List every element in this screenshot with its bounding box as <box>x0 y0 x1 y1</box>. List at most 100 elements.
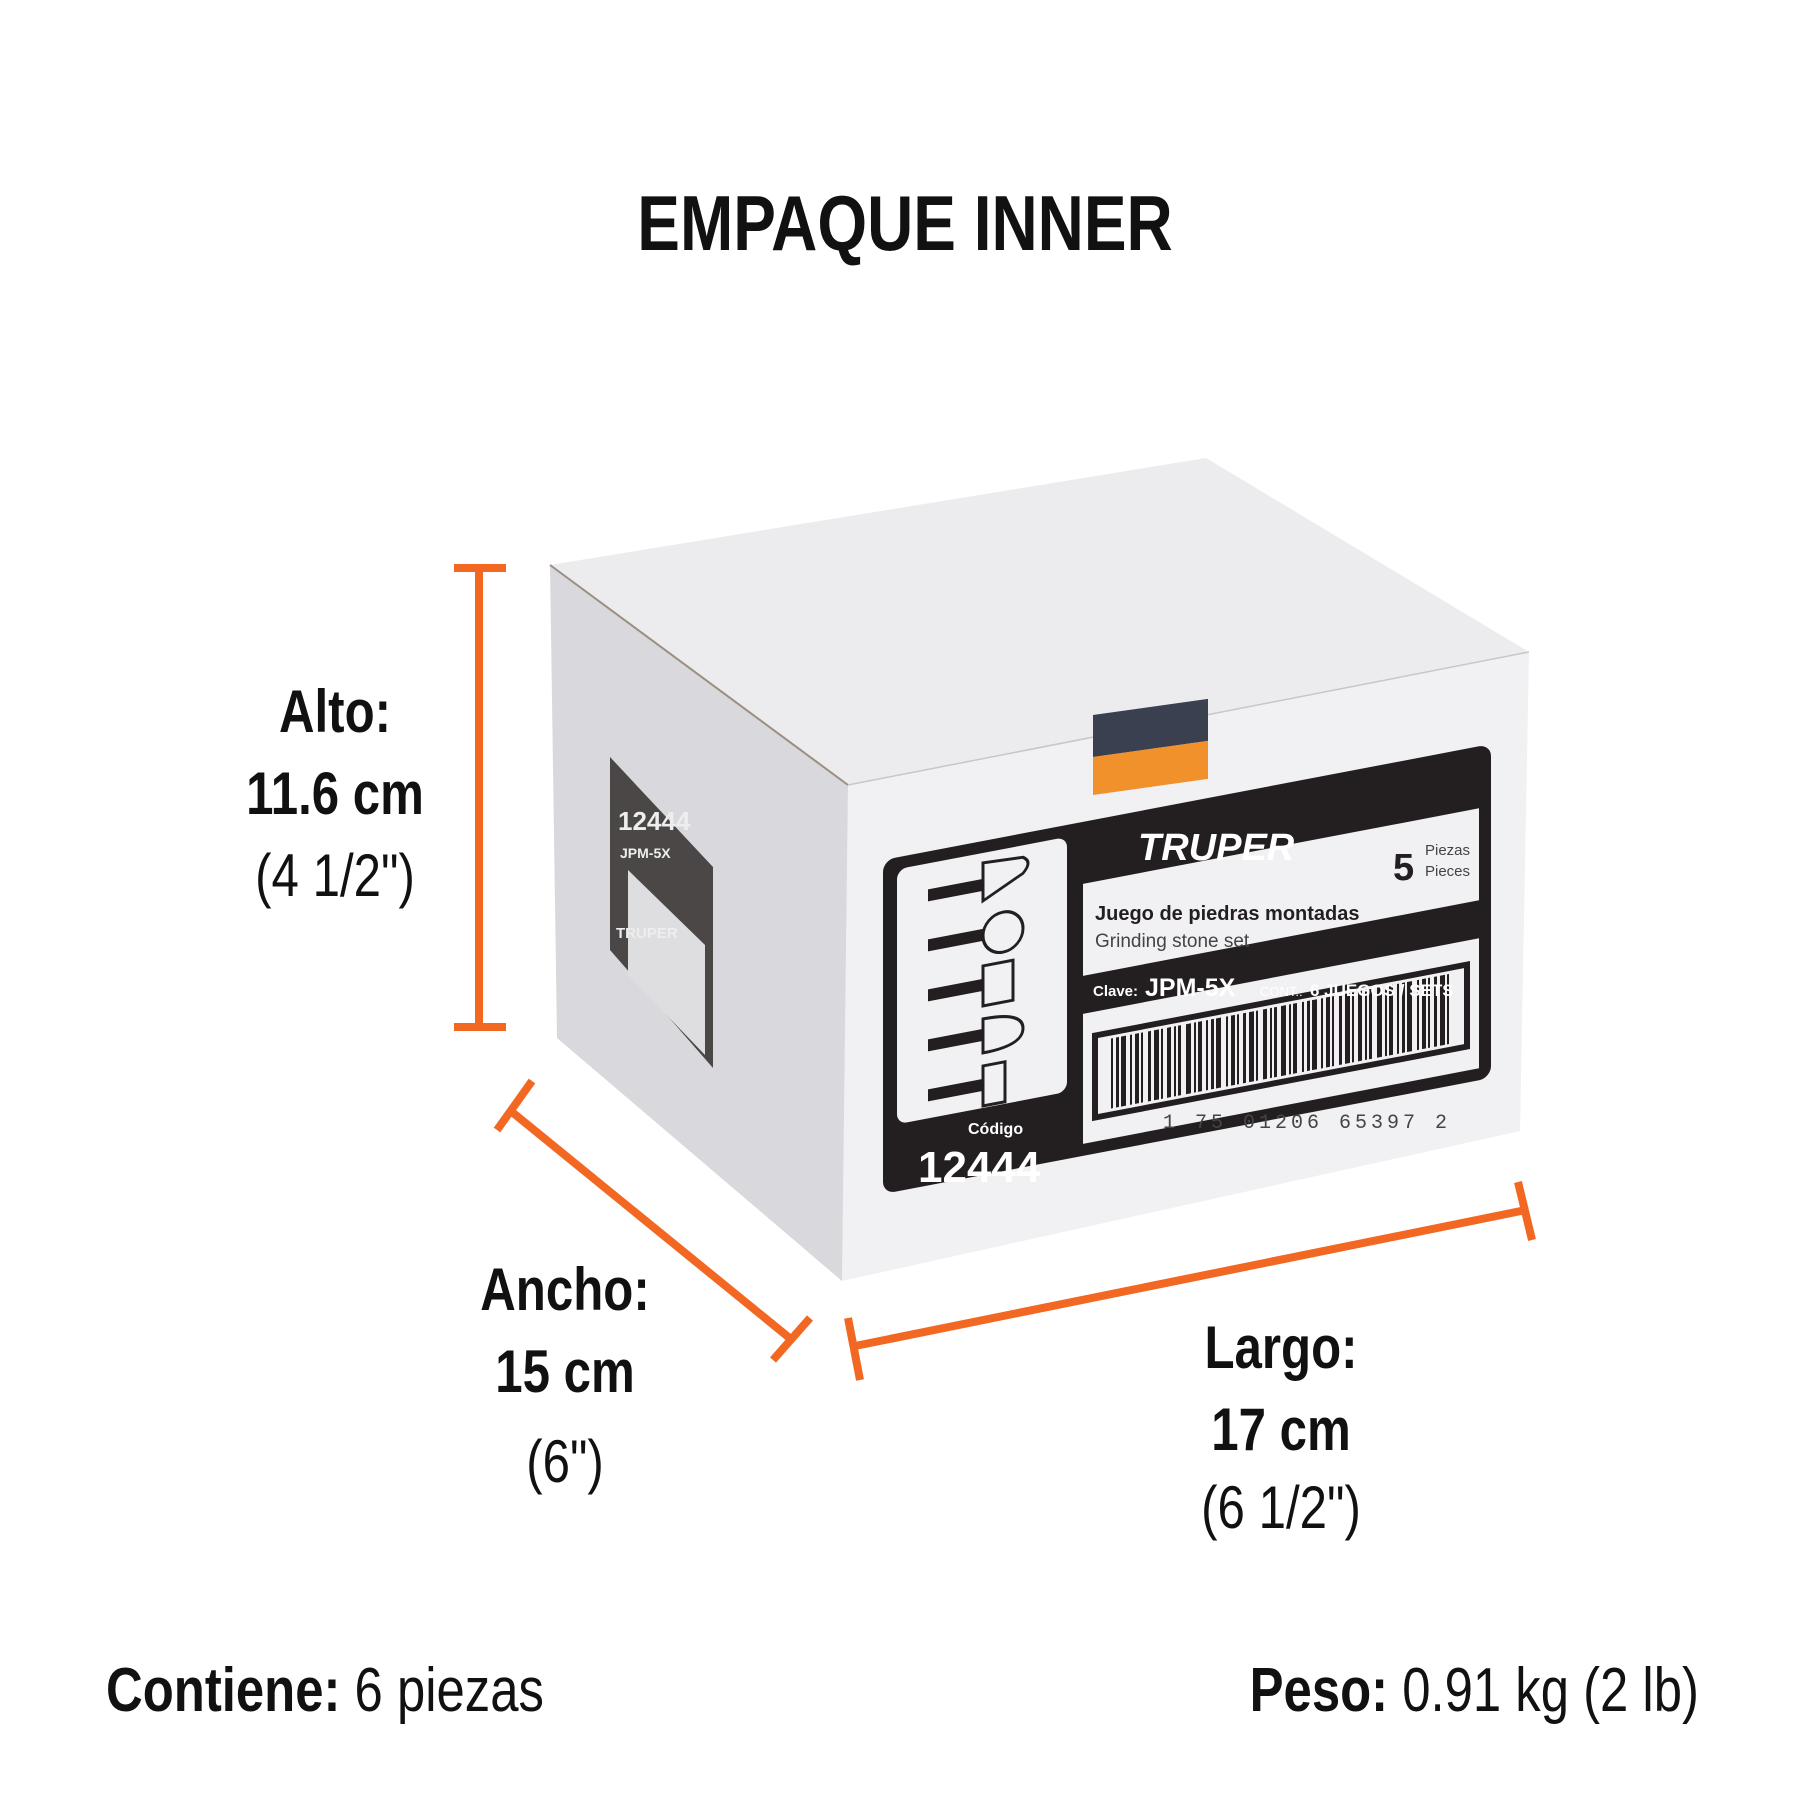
barcode-bar <box>1352 992 1354 1063</box>
length-label: Largo: 17 cm (6 1/2") <box>1158 1318 1404 1538</box>
barcode-bar <box>1274 1006 1277 1078</box>
product-name-en: Grinding stone set <box>1095 931 1250 952</box>
barcode-bar <box>1440 974 1445 1046</box>
barcode-bar <box>1121 1035 1126 1107</box>
barcode-bar <box>1226 1016 1228 1087</box>
barcode-bar <box>1130 1034 1132 1105</box>
side-label-brand: TRUPER <box>616 925 678 942</box>
box-top-face <box>550 458 1529 785</box>
barcode-bar <box>1385 985 1387 1057</box>
side-label: 12444 JPM-5X TRUPER <box>610 757 713 1068</box>
barcode-bar <box>1312 999 1317 1071</box>
pieces-en: Pieces <box>1425 863 1470 880</box>
barcode-bar <box>1141 1032 1143 1103</box>
barcode-bar <box>1417 979 1419 1051</box>
height-title: Alto: <box>278 678 392 745</box>
height-metric: 11.6 cm <box>246 760 424 827</box>
height-label: Alto: 11.6 cm (4 1/2") <box>212 682 458 906</box>
barcode-bar <box>1434 976 1437 1047</box>
front-label <box>883 746 1491 1192</box>
width-imperial: (6") <box>526 1428 604 1495</box>
barcode-bar <box>1339 994 1342 1066</box>
contents-info: Contiene: 6 piezas <box>106 1655 544 1726</box>
product-name-es: Juego de piedras montadas <box>1095 903 1360 925</box>
barcode-bar <box>1422 978 1426 1050</box>
codigo-label: Código <box>968 1121 1023 1138</box>
barcode-bar <box>1428 977 1430 1049</box>
barcode-bar <box>1332 995 1334 1067</box>
barcode-bar <box>1243 1012 1246 1084</box>
barcode-bar <box>1148 1030 1151 1102</box>
barcode-bar <box>1358 990 1362 1062</box>
barcode-bar <box>1116 1036 1119 1108</box>
security-seal <box>1093 698 1208 795</box>
side-label-model: JPM-5X <box>620 845 671 861</box>
barcode-bar <box>1270 1007 1272 1079</box>
barcode-bar <box>1211 1018 1214 1090</box>
pieces-count: 5 <box>1393 847 1414 889</box>
height-dimension-line <box>454 564 506 1031</box>
barcode-bar <box>1326 996 1330 1068</box>
length-metric: 17 cm <box>1211 1396 1351 1463</box>
barcode-bar <box>1194 1022 1196 1093</box>
length-imperial: (6 1/2") <box>1201 1474 1361 1541</box>
barcode-bar <box>1302 1001 1304 1073</box>
contents-value: 6 piezas <box>354 1656 544 1725</box>
width-metric: 15 cm <box>495 1338 635 1405</box>
front-label-text: TRUPER Juego de piedras montadas Grindin… <box>918 827 1470 1192</box>
barcode-bar <box>1289 1004 1291 1075</box>
page-title: EMPAQUE INNER <box>637 179 1173 267</box>
barcode-bar <box>1186 1023 1191 1095</box>
barcode-bar <box>1237 1014 1239 1085</box>
barcode-bar <box>1281 1005 1286 1077</box>
barcode-bar <box>1369 988 1372 1060</box>
width-dimension-line <box>493 1078 814 1363</box>
weight-value: 0.91 kg (2 lb) <box>1402 1656 1699 1725</box>
codigo-value: 12444 <box>918 1143 1041 1192</box>
barcode-bar <box>1447 974 1449 1045</box>
cont-label: CONT.: <box>1260 984 1303 999</box>
pieces-es: Piezas <box>1425 842 1470 859</box>
barcode-bar <box>1365 989 1367 1061</box>
cont-value: 6 JUEGOS / SETS <box>1310 981 1454 1000</box>
barcode-bar <box>1154 1029 1159 1101</box>
length-title: Largo: <box>1204 1314 1358 1381</box>
barcode-bar <box>1256 1010 1258 1081</box>
barcode-bar <box>1198 1021 1202 1092</box>
barcode-bar <box>1161 1028 1163 1099</box>
clave-label: Clave: <box>1093 983 1138 1000</box>
length-dimension-line <box>844 1181 1536 1381</box>
height-imperial: (4 1/2") <box>255 842 415 909</box>
barcode-bar <box>1167 1027 1171 1098</box>
barcode-bar <box>1389 984 1393 1056</box>
barcode-bar <box>1293 1003 1297 1074</box>
barcode-bar <box>1307 1000 1310 1072</box>
barcode-bar <box>1345 992 1350 1064</box>
barcode-bar <box>1135 1033 1139 1104</box>
barcode-bar <box>1216 1017 1221 1089</box>
barcode-bar <box>1377 986 1382 1058</box>
barcode-bar <box>1397 983 1399 1054</box>
barcode-bar <box>1407 981 1412 1053</box>
barcode-bar <box>1174 1026 1176 1097</box>
side-label-code: 12444 <box>618 806 691 836</box>
barcode-bar <box>1231 1014 1235 1086</box>
clave-value: JPM-5X <box>1145 974 1236 1002</box>
barcode <box>1111 974 1449 1109</box>
weight-info: Peso: 0.91 kg (2 lb) <box>1250 1655 1699 1726</box>
barcode-bar <box>1402 982 1405 1053</box>
barcode-bar <box>1321 998 1323 1069</box>
contents-label: Contiene: <box>106 1656 341 1725</box>
width-label: Ancho: 15 cm (6") <box>442 1260 688 1492</box>
barcode-bar <box>1263 1008 1267 1080</box>
width-title: Ancho: <box>480 1256 650 1323</box>
truper-logo: TRUPER <box>1138 827 1295 869</box>
barcode-bar <box>1178 1025 1181 1096</box>
weight-label: Peso: <box>1249 1656 1389 1725</box>
barcode-number: 1 75 01206 65397 2 <box>1163 1112 1451 1135</box>
barcode-bar <box>1249 1011 1254 1083</box>
barcode-bar <box>1206 1020 1208 1091</box>
grinding-stones-icon <box>928 855 1030 1108</box>
barcode-bar <box>1111 1038 1113 1109</box>
